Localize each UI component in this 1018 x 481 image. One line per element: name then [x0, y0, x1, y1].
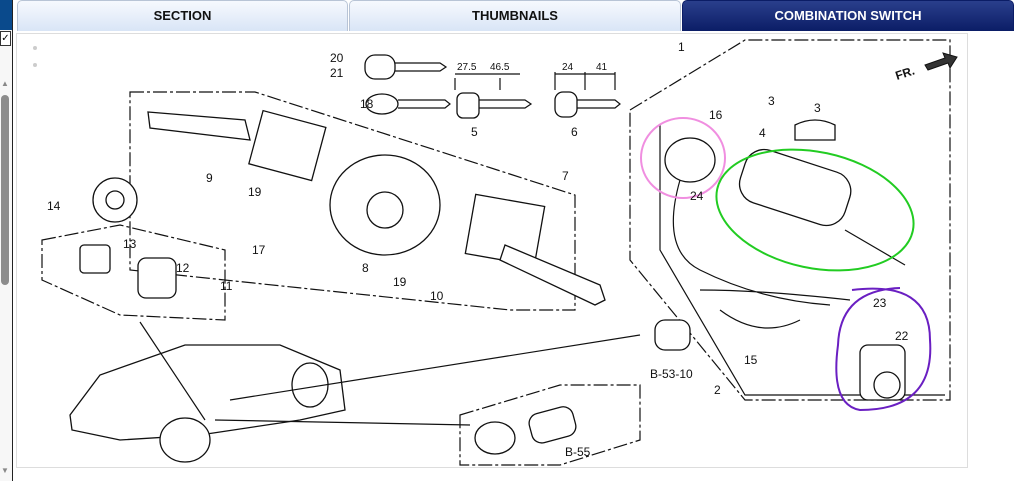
tab-section[interactable]: SECTION — [17, 0, 348, 31]
left-frame-header — [0, 0, 12, 30]
callout-1: 1 — [678, 40, 685, 54]
sensor-group-outline — [41, 224, 226, 321]
callout-19: 19 — [248, 185, 262, 199]
callout-24: 24 — [690, 189, 704, 203]
callout-18: 18 — [360, 97, 374, 111]
car-illustration — [69, 344, 346, 441]
door-lock-cylinder — [528, 406, 577, 444]
ignition-group-outline — [629, 39, 951, 401]
part-13-bracket — [79, 244, 111, 274]
wiper-stalk — [147, 111, 251, 141]
callout-9: 9 — [206, 171, 213, 185]
callout-2: 2 — [714, 383, 721, 397]
dimension-27-5: 27.5 — [457, 62, 477, 73]
key-20-21 — [364, 54, 448, 80]
tab-thumbnails[interactable]: THUMBNAILS — [349, 0, 681, 31]
callout-19b: 19 — [393, 275, 407, 289]
callout-20: 20 — [330, 51, 344, 65]
callout-3: 3 — [768, 94, 775, 108]
tab-combination-switch[interactable]: COMBINATION SWITCH — [682, 0, 1014, 31]
callout-8: 8 — [362, 261, 369, 275]
part-4-clamp — [794, 119, 836, 141]
green-highlight — [715, 148, 915, 272]
bullet — [33, 63, 37, 67]
scroll-down-arrow-icon[interactable]: ▼ — [1, 466, 9, 475]
part-24-actuator — [664, 137, 716, 183]
callout-13: 13 — [123, 237, 137, 251]
callout-22: 22 — [895, 329, 909, 343]
callout-21: 21 — [330, 66, 344, 80]
callout-16: 16 — [709, 108, 723, 122]
key-5 — [456, 92, 533, 119]
pink-highlight — [640, 117, 726, 199]
callout-17: 17 — [252, 243, 266, 257]
bullet — [33, 46, 37, 50]
part-12-sensor — [137, 257, 177, 299]
door-lock-gasket — [474, 421, 516, 455]
callouts: 1 2 3 3 4 5 6 7 8 9 10 11 12 13 14 15 16… — [47, 40, 909, 459]
scroll-up-arrow-icon[interactable]: ▲ — [1, 79, 9, 88]
checkbox[interactable]: ✓ — [0, 31, 11, 46]
callout-3b: 3 — [814, 101, 821, 115]
switch-body-9 — [248, 109, 327, 182]
callout-5: 5 — [471, 125, 478, 139]
direction-label: FR. — [894, 64, 917, 83]
dimension-41: 41 — [596, 62, 608, 73]
harness-outline — [659, 125, 945, 396]
ref-b-53-10: B-53-10 — [650, 367, 693, 381]
callout-4: 4 — [759, 126, 766, 140]
callout-6: 6 — [571, 125, 578, 139]
key-18 — [365, 93, 451, 115]
dimension-46-5: 46.5 — [490, 62, 510, 73]
combination-switch-group-outline — [129, 91, 576, 311]
front-direction-arrow-icon — [924, 52, 958, 71]
callout-12: 12 — [176, 261, 190, 275]
scrollbar-thumb[interactable] — [1, 95, 9, 285]
key-6 — [554, 91, 621, 118]
callout-14: 14 — [47, 199, 61, 213]
callout-7: 7 — [562, 169, 569, 183]
purple-highlight — [835, 287, 932, 412]
light-stalk — [499, 244, 606, 306]
dimension-24: 24 — [562, 62, 574, 73]
door-lock-group-outline — [459, 384, 641, 466]
callout-23: 23 — [873, 296, 887, 310]
ref-b-55: B-55 — [565, 445, 591, 459]
callout-15: 15 — [744, 353, 758, 367]
steering-lock-assembly — [738, 148, 852, 227]
left-frame-scrollbar[interactable]: ✓ ▲ ▼ — [0, 0, 13, 481]
callout-10: 10 — [430, 289, 444, 303]
callout-11: 11 — [220, 279, 233, 293]
lock-cylinder-b-53-10 — [654, 319, 691, 351]
